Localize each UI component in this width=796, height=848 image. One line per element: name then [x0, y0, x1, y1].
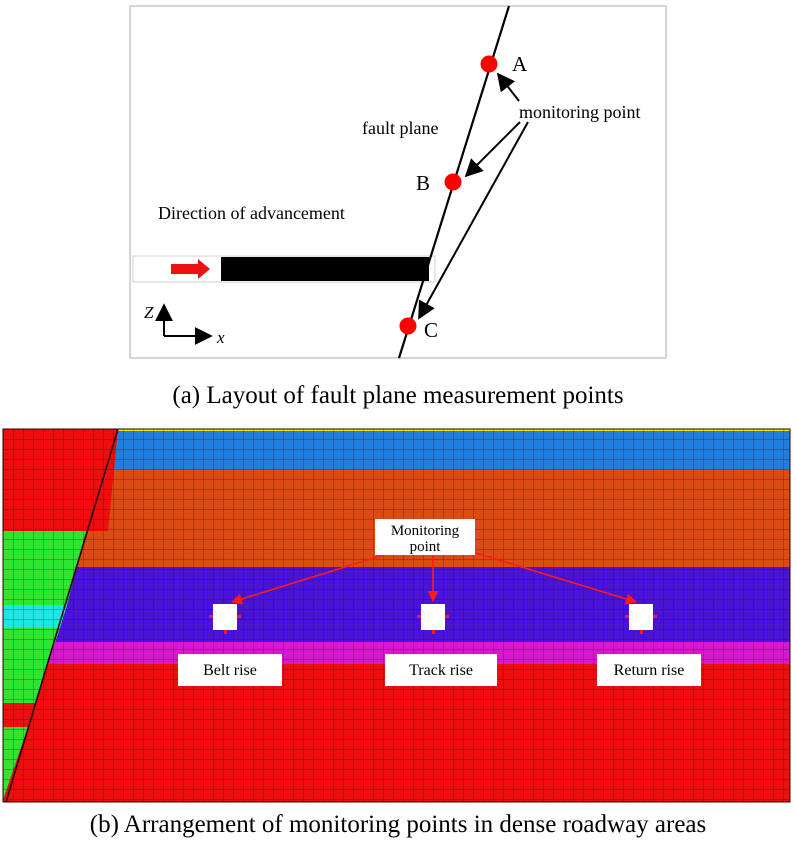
monitoring-point-label: monitoring point	[519, 102, 641, 122]
roadway-excavated	[221, 257, 429, 281]
point-label-a: A	[512, 52, 528, 76]
pointer-arrow-b	[464, 121, 521, 178]
pointer-arrow-a	[496, 72, 520, 102]
pointer-arrow-c	[418, 121, 529, 320]
marker-return-left	[625, 615, 629, 618]
point-label-c: C	[424, 318, 438, 342]
x-axis-label: x	[216, 328, 225, 347]
z-axis-label: Z	[144, 303, 154, 322]
mesh-grid	[3, 429, 790, 802]
fault-line-b	[5, 429, 119, 802]
marker-track-bottom	[432, 630, 435, 634]
marker-return-bottom	[640, 630, 643, 634]
label-box-track	[385, 654, 497, 686]
label-belt-rise: Belt rise	[203, 662, 257, 679]
monitor-arrow-return	[475, 552, 638, 605]
advance-arrow-icon	[171, 259, 210, 279]
label-box-belt	[178, 654, 282, 686]
monitoring-label-line2: point	[410, 539, 442, 555]
label-return-rise: Return rise	[614, 662, 685, 679]
caption-a: (a) Layout of fault plane measurement po…	[172, 382, 624, 409]
marker-track-left	[417, 615, 421, 618]
direction-label: Direction of advancement	[158, 203, 345, 223]
roadway-return	[629, 604, 653, 630]
roadway-mesh-diagram: Monitoring point Belt rise Track rise Re…	[2, 428, 791, 803]
marker-return-right	[653, 615, 657, 618]
marker-belt-right	[237, 615, 241, 618]
monitoring-point-c	[399, 317, 417, 335]
point-label-b: B	[416, 171, 430, 195]
monitoring-point-b	[444, 173, 462, 191]
mesh-frame	[2, 428, 791, 803]
roadway-belt	[213, 604, 237, 630]
marker-track-right	[445, 615, 449, 618]
fault-plane-label: fault plane	[362, 118, 438, 138]
label-track-rise: Track rise	[409, 662, 473, 679]
marker-belt-left	[209, 615, 213, 618]
fault-layout-diagram: A B C monitoring point fault plane Direc…	[129, 5, 667, 359]
diagram-frame	[129, 5, 667, 359]
label-box-return	[597, 654, 701, 686]
monitoring-point-a	[480, 55, 498, 73]
marker-belt-bottom	[224, 630, 227, 634]
monitor-arrow-belt	[230, 552, 391, 605]
monitoring-label-line1: Monitoring	[391, 523, 460, 539]
roadway-track	[421, 604, 445, 630]
caption-b: (b) Arrangement of monitoring points in …	[89, 811, 707, 838]
monitoring-label-box	[375, 519, 475, 555]
